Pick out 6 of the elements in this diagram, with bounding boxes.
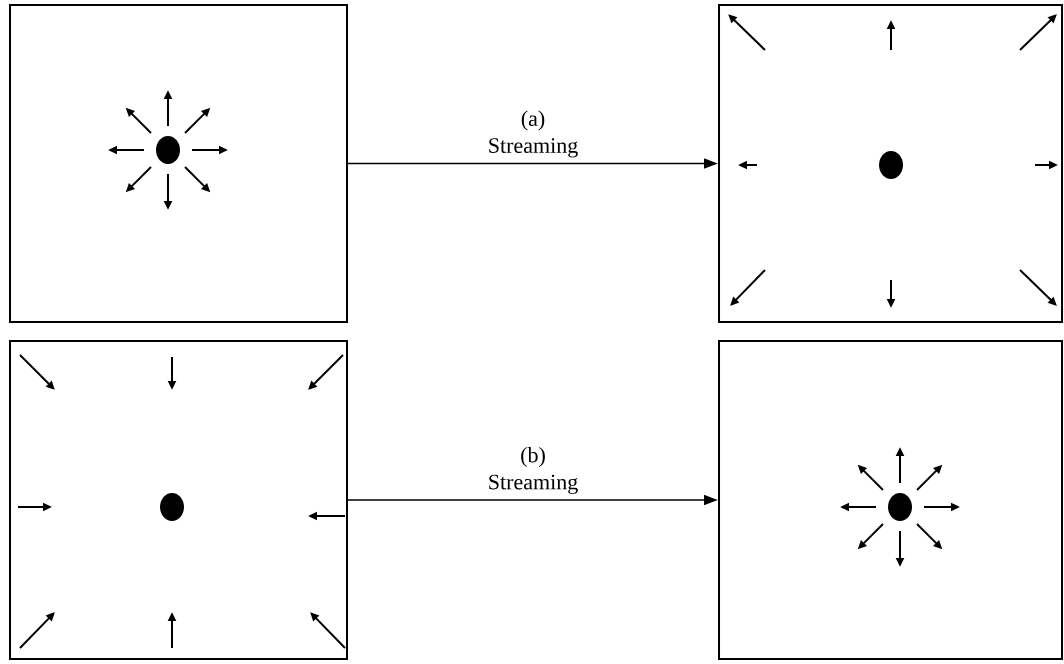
panel-box — [718, 4, 1063, 323]
edge-label: (b) Streaming — [489, 447, 578, 494]
panel-box — [9, 4, 348, 323]
panel-box — [718, 340, 1063, 660]
panel-box — [9, 340, 348, 660]
edge-label: (a) Streaming — [489, 110, 578, 158]
